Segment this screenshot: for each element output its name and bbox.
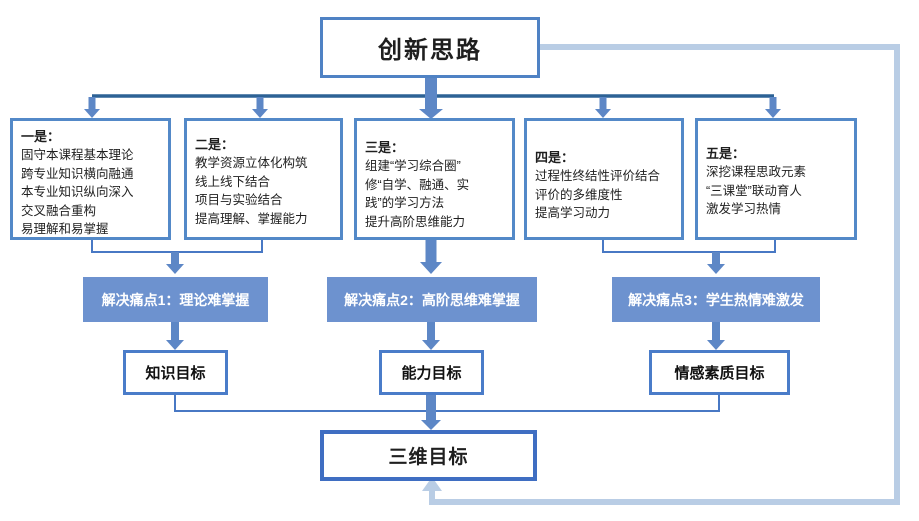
- strategy-box-2: 二是： 教学资源立体化构筑 线上线下结合 项目与实验结合 提高理解、掌握能力: [184, 118, 343, 240]
- feedback-loop-line: [422, 44, 900, 505]
- pain-point-3-label: 解决痛点3：学生热情难激发: [628, 291, 804, 308]
- pain-point-bar-2: 解决痛点2：高阶思维难掌握: [327, 277, 537, 322]
- strategy-box-1-lines: 固守本课程基本理论 跨专业知识横向融通 本专业知识纵向深入 交叉融合重构 易理解…: [21, 148, 134, 236]
- strategy-box-3: 三是： 组建“学习综合圈” 修“自学、融通、实 践”的学习方法 提升高阶思维能力: [354, 118, 515, 240]
- bottom-box-title: 三维目标: [388, 447, 469, 468]
- strategy-box-5-header: 五是：: [706, 146, 746, 161]
- arrow-pain2-to-goal2: [422, 322, 440, 350]
- goal-box-knowledge: 知识目标: [123, 350, 228, 395]
- pain-point-bar-3: 解决痛点3：学生热情难激发: [612, 277, 820, 322]
- goal-box-emotion: 情感素质目标: [649, 350, 790, 395]
- strategy-box-2-header: 二是：: [195, 137, 235, 152]
- strategy-box-2-lines: 教学资源立体化构筑 线上线下结合 项目与实验结合 提高理解、掌握能力: [195, 156, 308, 226]
- pain-point-2-label: 解决痛点2：高阶思维难掌握: [344, 291, 520, 308]
- strategy-box-3-lines: 组建“学习综合圈” 修“自学、融通、实 践”的学习方法 提升高阶思维能力: [365, 159, 470, 229]
- strategy-box-1-header: 一是：: [21, 129, 61, 144]
- pain-point-1-label: 解决痛点1：理论难掌握: [101, 291, 250, 308]
- strategy-box-5-lines: 深挖课程思政元素 “三课堂”联动育人 激发学习热情: [706, 165, 807, 216]
- pain-point-bar-1: 解决痛点1：理论难掌握: [83, 277, 268, 322]
- arrow-to-strategy1: [84, 97, 100, 118]
- strategy-box-4-lines: 过程性终结性评价结合 评价的多维度性 提高学习动力: [535, 169, 661, 220]
- strategy-box-1: 一是： 固守本课程基本理论 跨专业知识横向融通 本专业知识纵向深入 交叉融合重构…: [10, 118, 171, 240]
- bracket-strategy45: [602, 240, 776, 274]
- goal-knowledge-label: 知识目标: [145, 365, 206, 382]
- goal-box-ability: 能力目标: [379, 350, 484, 395]
- bracket-strategy12: [91, 240, 263, 274]
- strategy-box-3-header: 三是：: [365, 140, 405, 155]
- strategy-box-5: 五是： 深挖课程思政元素 “三课堂”联动育人 激发学习热情: [695, 118, 857, 240]
- arrow-to-strategy4: [595, 97, 611, 118]
- arrow-strategy3-to-pain2: [420, 240, 442, 274]
- arrow-to-strategy5: [765, 97, 781, 118]
- bracket-goals: [174, 395, 720, 430]
- arrow-pain1-to-goal1: [166, 322, 184, 350]
- arrow-top-to-strategy3: [419, 77, 443, 119]
- strategy-box-4: 四是： 过程性终结性评价结合 评价的多维度性 提高学习动力: [524, 118, 684, 240]
- bottom-box-3d-goal: 三维目标: [320, 430, 537, 481]
- arrow-pain3-to-goal3: [707, 322, 725, 350]
- arrow-to-strategy2: [252, 97, 268, 118]
- strategy-box-4-header: 四是：: [535, 150, 575, 165]
- goal-emotion-label: 情感素质目标: [674, 365, 765, 382]
- top-box-title: 创新思路: [378, 37, 482, 64]
- goal-ability-label: 能力目标: [401, 365, 462, 382]
- top-box-innovation: 创新思路: [320, 17, 540, 78]
